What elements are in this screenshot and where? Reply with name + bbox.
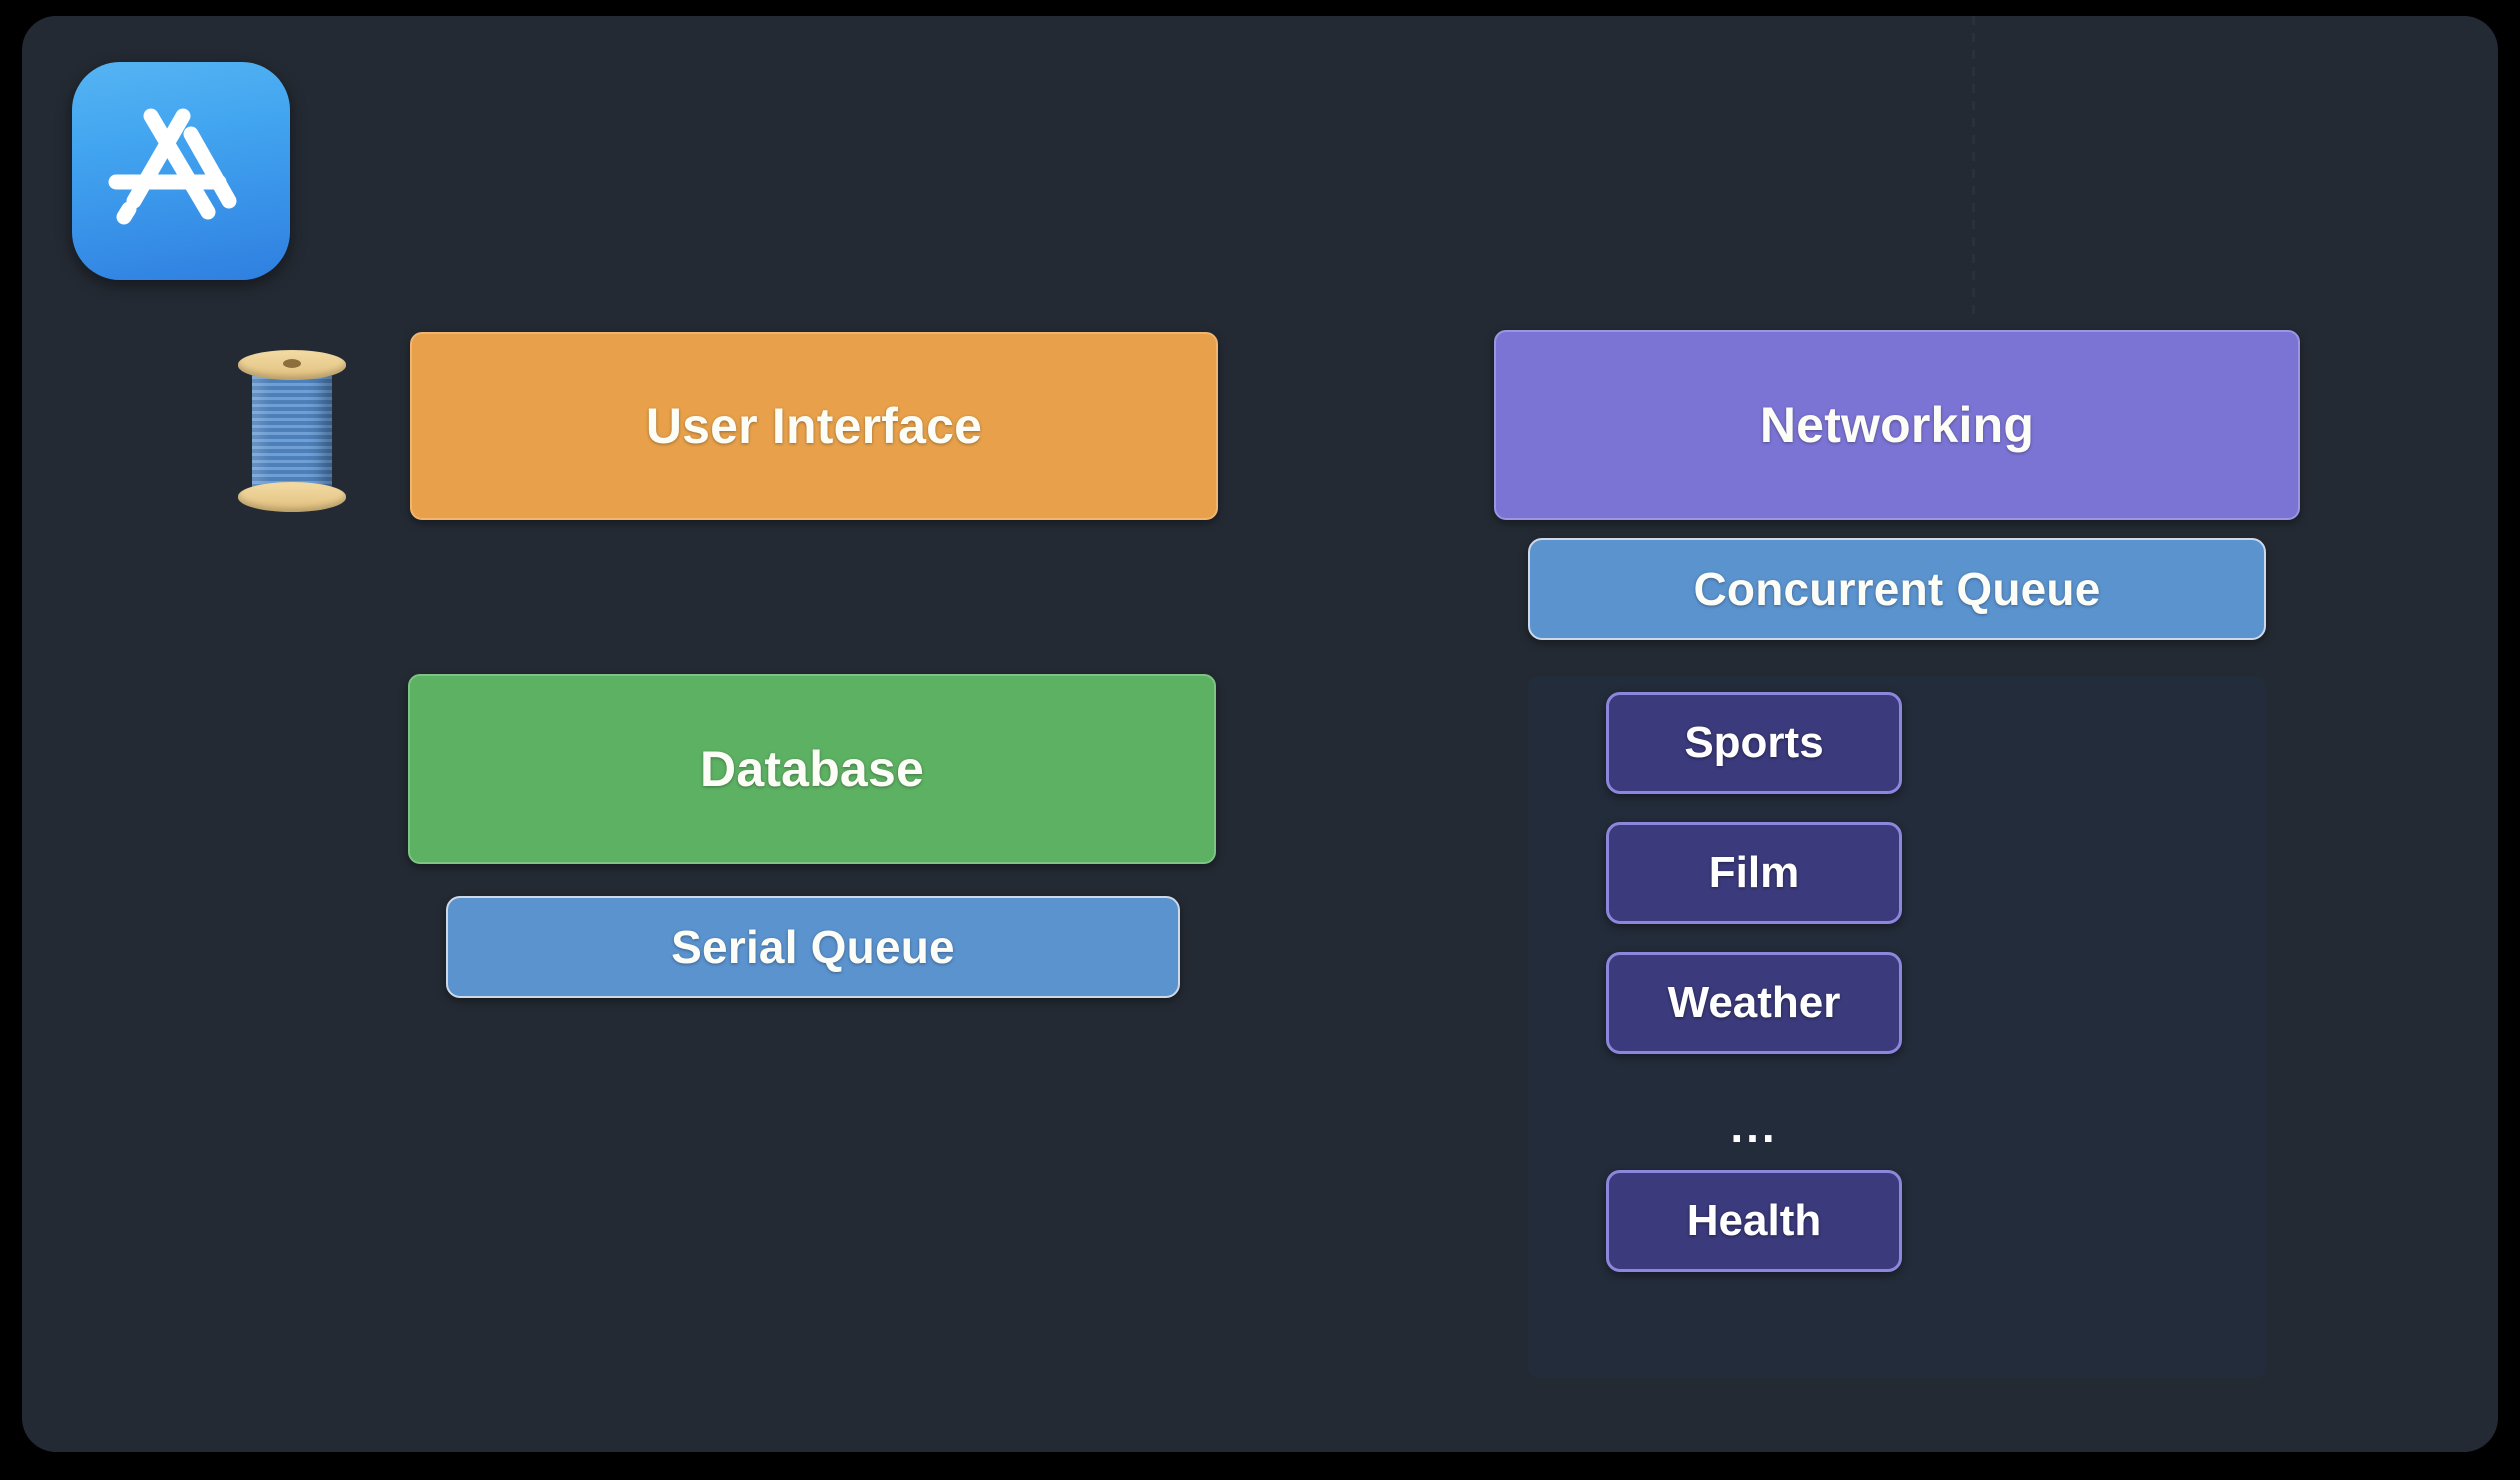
block-networking[interactable]: Networking <box>1494 330 2300 520</box>
spool-hole <box>283 359 301 368</box>
task-chip-health[interactable]: Health <box>1606 1170 1902 1272</box>
concurrent-task-list: Sports Film Weather ... Health <box>1606 692 1902 1300</box>
spool-cap-bottom <box>238 482 346 512</box>
task-list-ellipsis: ... <box>1730 1100 1778 1152</box>
block-concurrent-queue[interactable]: Concurrent Queue <box>1528 538 2266 640</box>
block-serial-queue[interactable]: Serial Queue <box>446 896 1180 998</box>
task-chip-film[interactable]: Film <box>1606 822 1902 924</box>
block-user-interface[interactable]: User Interface <box>410 332 1218 520</box>
task-chip-sports[interactable]: Sports <box>1606 692 1902 794</box>
block-database[interactable]: Database <box>408 674 1216 864</box>
diagram-canvas: User Interface Database Serial Queue Net… <box>22 16 2498 1452</box>
app-store-icon[interactable] <box>72 62 290 280</box>
spool-thread-body <box>252 362 332 498</box>
background-seam <box>1972 16 1975 316</box>
task-chip-weather[interactable]: Weather <box>1606 952 1902 1054</box>
thread-spool-icon <box>238 346 346 514</box>
